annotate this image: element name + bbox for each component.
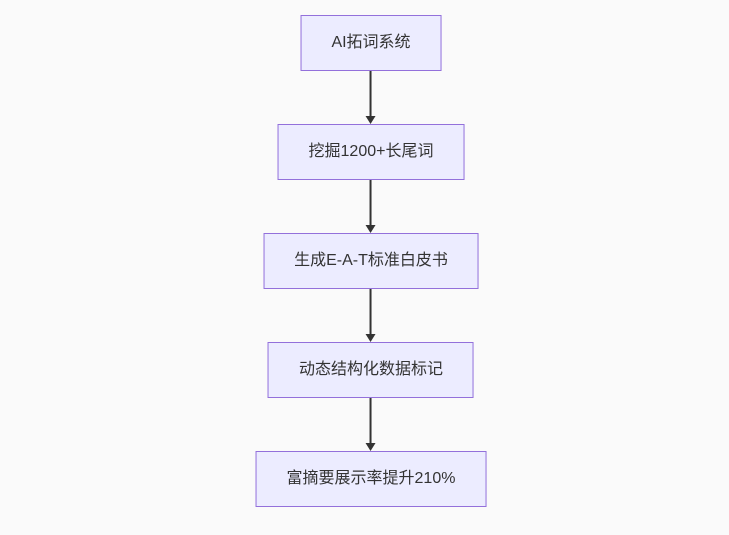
flow-node-rich-snippet-result: 富摘要展示率提升210% bbox=[255, 451, 487, 507]
flow-node-label: 生成E-A-T标准白皮书 bbox=[294, 252, 448, 269]
flow-node-label: 动态结构化数据标记 bbox=[298, 361, 443, 378]
flow-node-label: 挖掘1200+长尾词 bbox=[308, 143, 434, 160]
arrowhead-down-icon bbox=[366, 225, 376, 233]
edge-line bbox=[370, 289, 372, 335]
edge-line bbox=[370, 180, 372, 226]
edge-arrow-down bbox=[366, 398, 376, 451]
flow-node-eat-whitepaper: 生成E-A-T标准白皮书 bbox=[263, 233, 479, 289]
edge-arrow-down bbox=[366, 71, 376, 124]
arrowhead-down-icon bbox=[366, 116, 376, 124]
flow-node-label: AI拓词系统 bbox=[331, 34, 411, 51]
flow-node-ai-expansion-system: AI拓词系统 bbox=[300, 15, 442, 71]
arrowhead-down-icon bbox=[366, 334, 376, 342]
edge-arrow-down bbox=[366, 289, 376, 342]
flowchart: AI拓词系统 挖掘1200+长尾词 生成E-A-T标准白皮书 动态结构化数据标记 bbox=[255, 15, 487, 507]
arrowhead-down-icon bbox=[366, 443, 376, 451]
flow-node-longtail-mining: 挖掘1200+长尾词 bbox=[277, 124, 465, 180]
flow-node-label: 富摘要展示率提升210% bbox=[286, 470, 456, 487]
flow-node-structured-data-markup: 动态结构化数据标记 bbox=[267, 342, 474, 398]
edge-line bbox=[370, 71, 372, 117]
edge-line bbox=[370, 398, 372, 444]
edge-arrow-down bbox=[366, 180, 376, 233]
